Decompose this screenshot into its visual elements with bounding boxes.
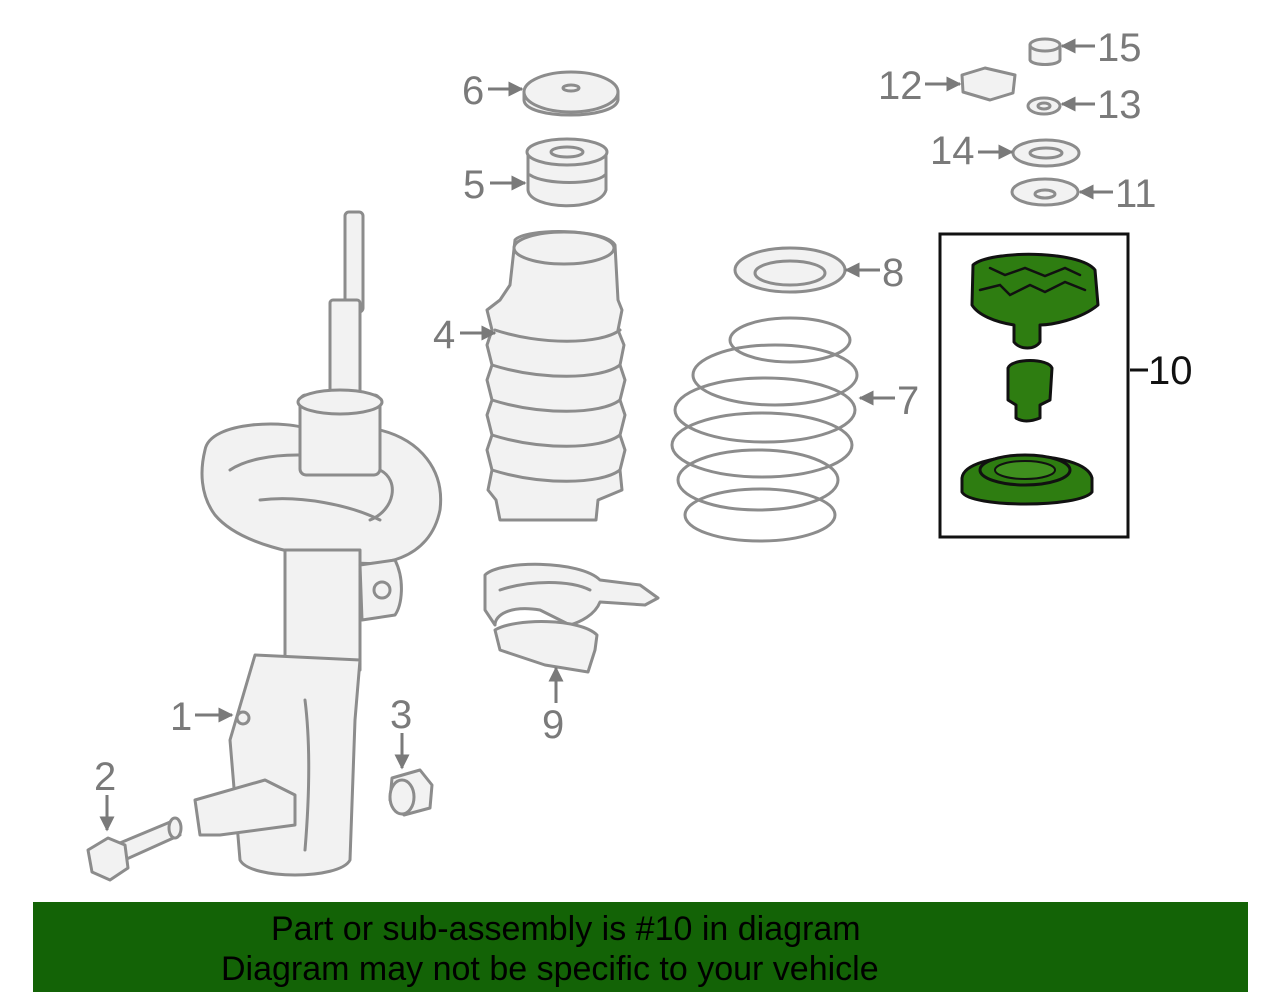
callout-9: 9 bbox=[542, 703, 564, 747]
dust-boot bbox=[485, 230, 627, 522]
callout-2: 2 bbox=[94, 755, 116, 799]
callout-13: 13 bbox=[1097, 83, 1142, 127]
banner-disclaimer: Diagram may not be specific to your vehi… bbox=[221, 950, 879, 988]
washer-14 bbox=[1011, 138, 1081, 168]
callout-1: 1 bbox=[170, 695, 192, 739]
strut-assembly bbox=[193, 210, 443, 877]
cap-15 bbox=[1028, 37, 1062, 66]
lower-insulator bbox=[483, 562, 660, 674]
strut-mount-kit bbox=[938, 232, 1130, 539]
top-cap bbox=[522, 70, 620, 117]
washer-13 bbox=[1026, 96, 1062, 116]
callout-15: 15 bbox=[1097, 26, 1142, 70]
nut-12 bbox=[960, 66, 1017, 102]
callout-11: 11 bbox=[1115, 172, 1157, 216]
callout-10: 10 bbox=[1148, 349, 1193, 393]
info-banner: Part or sub-assembly is #10 in diagram D… bbox=[33, 902, 1248, 992]
callout-8: 8 bbox=[882, 251, 904, 295]
callout-14: 14 bbox=[930, 129, 975, 173]
banner-part-note: Part or sub-assembly is #10 in diagram bbox=[271, 910, 861, 948]
callout-4: 4 bbox=[433, 313, 455, 357]
highlight-box bbox=[938, 232, 1130, 539]
spring-seat bbox=[733, 246, 847, 294]
callout-6: 6 bbox=[462, 69, 484, 113]
washer-11 bbox=[1010, 177, 1080, 207]
bump-stop bbox=[525, 137, 609, 208]
callout-labels: 1 2 3 4 5 6 7 8 9 10 11 12 13 14 15 bbox=[94, 26, 1193, 799]
callout-12: 12 bbox=[878, 64, 923, 108]
callout-arrows bbox=[99, 38, 1148, 832]
callout-5: 5 bbox=[463, 163, 485, 207]
coil-spring bbox=[670, 316, 859, 543]
callout-3: 3 bbox=[390, 693, 412, 737]
callout-7: 7 bbox=[897, 379, 919, 423]
bolt bbox=[86, 816, 183, 882]
nut bbox=[388, 768, 434, 817]
